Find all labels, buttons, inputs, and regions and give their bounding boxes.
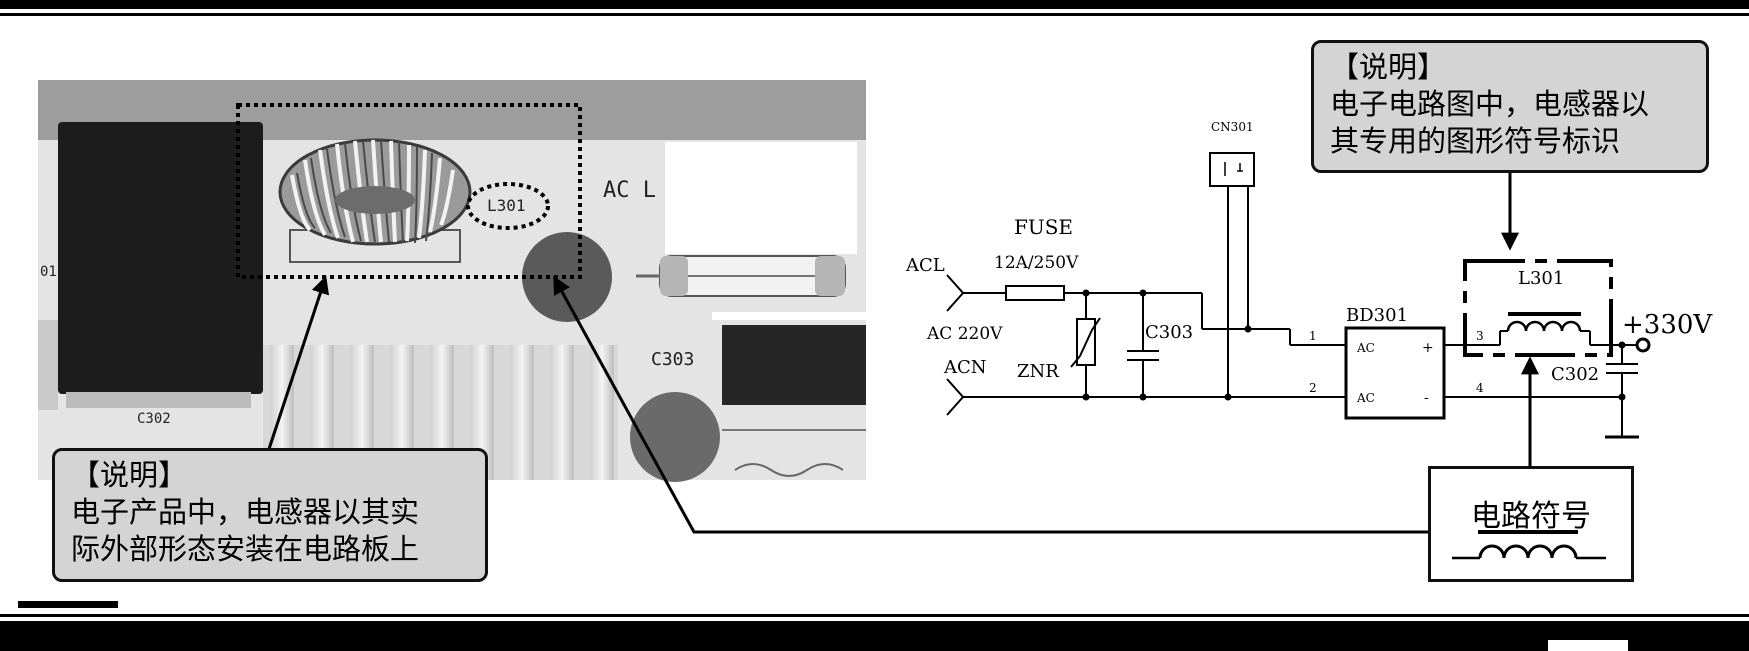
circuit-symbol-box: 电路符号 [1428, 466, 1634, 582]
label-output-voltage: +330V [1622, 310, 1713, 340]
bd301-bridge [1344, 326, 1446, 420]
label-bd-ac1: AC [1356, 341, 1375, 355]
top-border-thick [0, 0, 1749, 9]
label-acn: ACN [943, 357, 987, 378]
label-pin3: 3 [1476, 329, 1484, 343]
photo-note-line1: 电子产品中，电感器以其实 [71, 495, 420, 529]
label-cn301: CN301 [1211, 120, 1254, 134]
fuse-symbol [1005, 285, 1065, 301]
label-pin1: 1 [1309, 329, 1317, 343]
label-fuse: FUSE [1014, 215, 1073, 239]
label-bd-minus: - [1424, 390, 1429, 406]
schematic [946, 152, 1651, 439]
corner-decoration [1548, 640, 1628, 651]
label-acl: ACL [905, 255, 945, 276]
label-ac220v: AC 220V [926, 324, 1003, 344]
varistor-disc [522, 232, 612, 322]
symbol-to-photo-connector [553, 275, 1428, 534]
label-fuse-rating: 12A/250V [994, 253, 1079, 273]
black-component [58, 122, 263, 394]
circuit-symbol-title: 电路符号 [1471, 499, 1591, 534]
schematic-explanation-note: 【说明】 电子电路图中，电感器以 其专用的图形符号标识 [1311, 40, 1709, 173]
l301-box [1463, 259, 1613, 357]
bottom-border-thick [0, 621, 1749, 651]
fuse-component [636, 255, 846, 297]
photo-label-edge: 01 [40, 264, 57, 280]
output-terminal [1635, 337, 1651, 353]
top-border-thin [0, 13, 1749, 16]
inductor-symbol-graphic [1452, 530, 1606, 560]
cn301-connector [1209, 152, 1255, 187]
schematic-note-line2: 其专用的图形符号标识 [1330, 124, 1621, 158]
bottom-border-thin [0, 614, 1749, 617]
label-c302: C302 [1551, 364, 1599, 385]
toroid-inductor [278, 138, 472, 263]
inductor-highlight-box [236, 103, 582, 279]
label-pin2: 2 [1309, 381, 1317, 395]
schematic-note-title: 【说明】 [1330, 50, 1447, 84]
photo-label-c303: C303 [651, 349, 694, 370]
photo-label-l301: L301 [487, 196, 526, 215]
label-highlight-ellipse [466, 182, 550, 230]
label-bd301: BD301 [1346, 305, 1408, 326]
label-bd-ac2: AC [1356, 391, 1375, 405]
photo-note-arrow [266, 275, 330, 453]
label-pin4: 4 [1476, 381, 1484, 395]
schematic-note-line1: 电子电路图中，电感器以 [1330, 87, 1650, 121]
photo-label-ac-l: AC L [603, 178, 656, 203]
photo-note-title: 【说明】 [71, 458, 188, 492]
label-c303: C303 [1145, 322, 1193, 343]
photo-label-c302: C302 [137, 411, 171, 427]
label-bd-plus: + [1422, 340, 1434, 356]
label-znr: ZNR [1017, 361, 1059, 382]
bottom-left-dash [18, 601, 118, 608]
label-l301: L301 [1518, 268, 1564, 289]
junction-dots [1082, 289, 1626, 401]
photo-explanation-note: 【说明】 电子产品中，电感器以其实 际外部形态安装在电路板上 [52, 448, 488, 582]
photo-note-line2: 际外部形态安装在电路板上 [71, 532, 420, 566]
pcb-photo: L301 AC L C303 C302 01 [38, 80, 866, 482]
